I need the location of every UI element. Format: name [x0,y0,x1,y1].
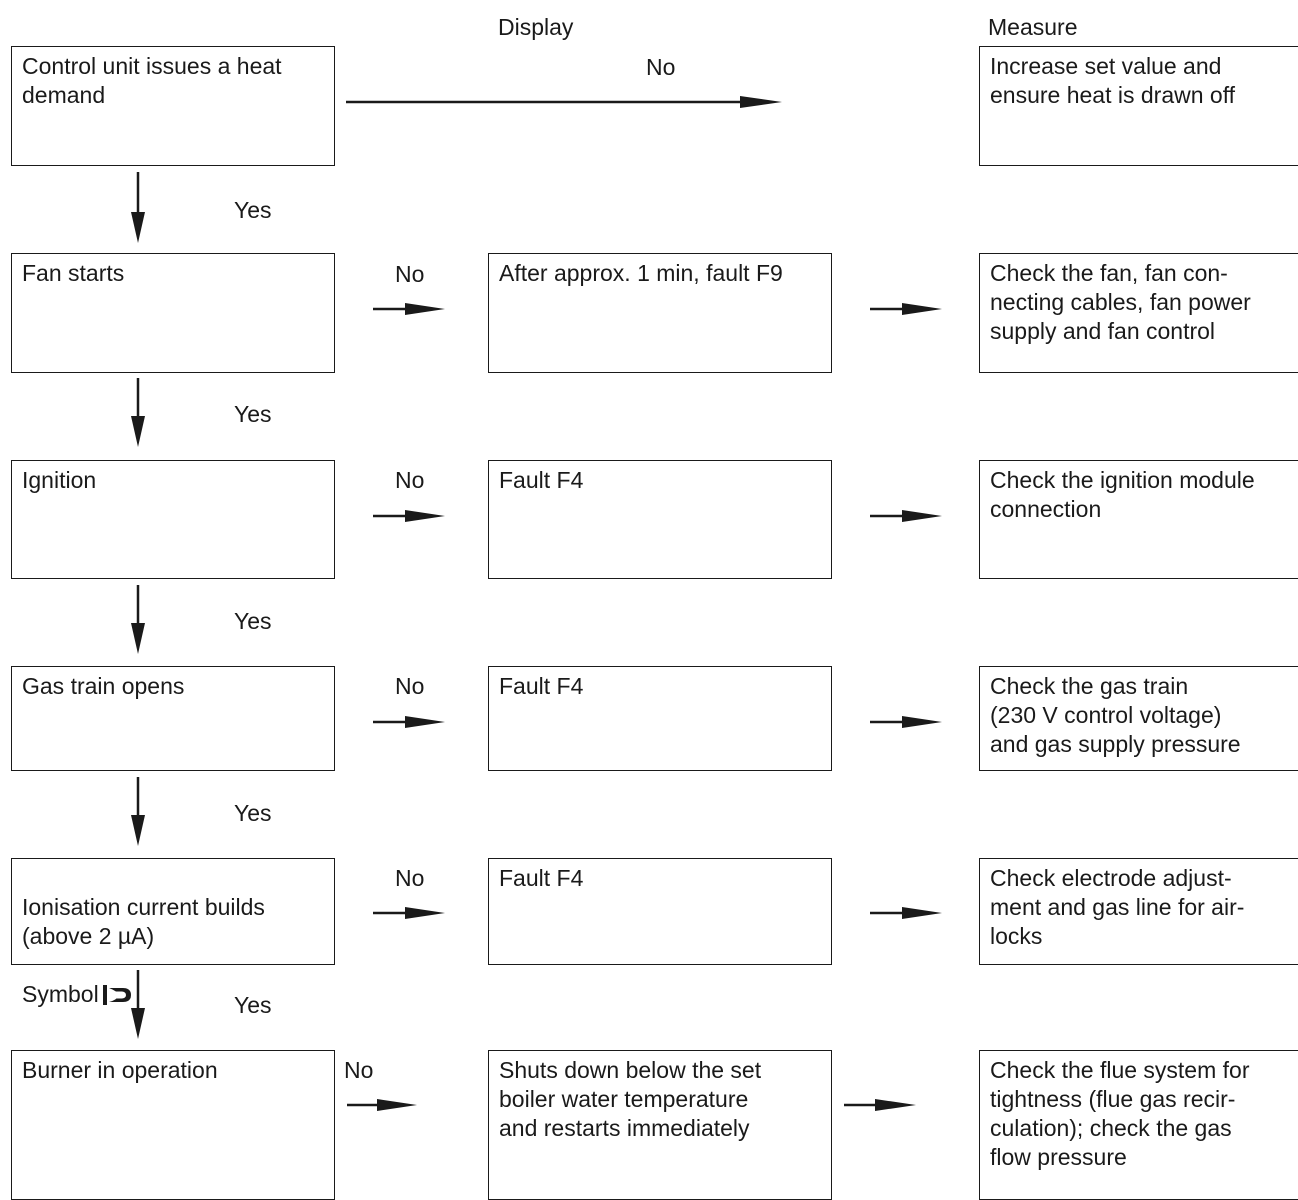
no-label-gas-train: No [395,673,425,699]
arrow-right-burner-1 [347,1099,417,1111]
arrow-right-ign-2 [870,510,942,522]
no-label-fan-starts: No [395,261,425,287]
arrow-right-gas-1 [373,716,445,728]
yes-label-2: Yes [234,401,272,427]
arrow-right-heat-demand [346,96,782,108]
yes-label-5: Yes [234,992,272,1018]
no-label-ionisation: No [395,865,425,891]
yes-label-3: Yes [234,608,272,634]
arrow-right-gas-2 [870,716,942,728]
arrow-right-ign-1 [373,510,445,522]
arrow-down-2 [131,378,145,447]
step-box-gas-train: Gas train opens [11,666,335,771]
arrow-down-4 [131,777,145,846]
step-box-burner: Burner in operation [11,1050,335,1200]
measure-box-burner: Check the flue system for tightness (flu… [979,1050,1298,1200]
step-ionisation-symbol-label: Symbol [22,981,99,1007]
arrow-right-ion-1 [373,907,445,919]
measure-box-ignition: Check the ignition module connection [979,460,1298,579]
arrow-down-5 [131,970,145,1039]
arrow-down-1 [131,172,145,243]
step-box-fan-starts: Fan starts [11,253,335,373]
arrow-right-fan-1 [373,303,445,315]
measure-box-gas-train: Check the gas train (230 V control volta… [979,666,1298,771]
step-box-ionisation: Ionisation current builds (above 2 µA) S… [11,858,335,1007]
measure-box-fan-starts: Check the fan, fan con- necting cables, … [979,253,1298,373]
measure-box-heat-demand: Increase set value and ensure heat is dr… [979,46,1298,166]
measure-column-header: Measure [988,14,1078,40]
display-box-fan-starts: After approx. 1 min, fault F9 [488,253,832,373]
display-box-gas-train: Fault F4 [488,666,832,771]
display-box-burner: Shuts down below the set boiler water te… [488,1050,832,1200]
flame-icon [102,983,133,1012]
display-box-ionisation: Fault F4 [488,858,832,965]
no-label-heat-demand: No [646,54,676,80]
step-box-heat-demand: Control unit issues a heat demand [11,46,335,166]
yes-label-4: Yes [234,800,272,826]
display-column-header: Display [498,14,574,40]
step-ionisation-text: Ionisation current builds (above 2 µA) [22,894,265,949]
yes-label-1: Yes [234,197,272,223]
arrow-right-burner-2 [844,1099,916,1111]
step-box-ignition: Ignition [11,460,335,579]
arrow-down-3 [131,585,145,654]
arrow-right-fan-2 [870,303,942,315]
no-label-burner: No [344,1057,374,1083]
display-box-ignition: Fault F4 [488,460,832,579]
arrow-right-ion-2 [870,907,942,919]
no-label-ignition: No [395,467,425,493]
measure-box-ionisation: Check electrode adjust- ment and gas lin… [979,858,1298,965]
